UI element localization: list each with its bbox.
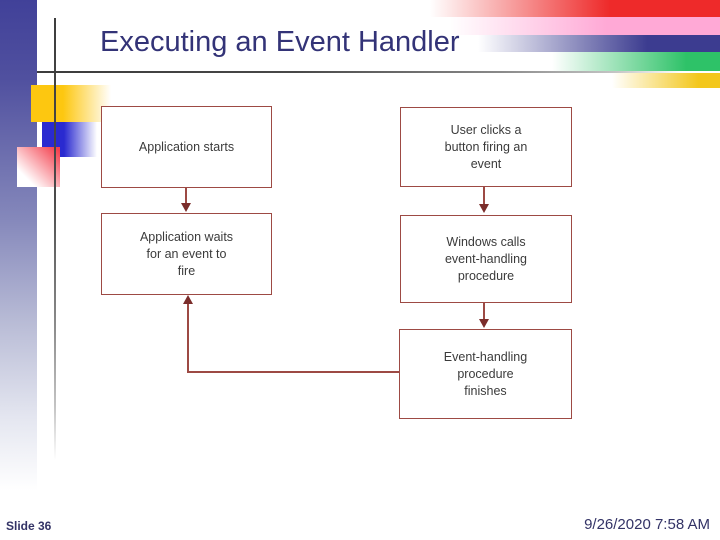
arrow-down-icon: [181, 203, 191, 212]
top-band-green: [552, 52, 720, 71]
flow-box-label: Event-handling procedure finishes: [443, 349, 528, 398]
flow-box-user-clicks: User clicks a button firing an event: [400, 107, 572, 187]
vertical-rule: [54, 18, 56, 460]
arrow-up-icon: [183, 295, 193, 304]
flow-box-windows-calls: Windows calls event-handling procedure: [400, 215, 572, 303]
flow-box-label: Windows calls event-handling procedure: [444, 234, 527, 283]
top-band-red: [430, 0, 720, 17]
flow-box-label: Application starts: [138, 139, 235, 154]
arrow-down-icon: [479, 204, 489, 213]
accent-square-yellow: [31, 85, 111, 122]
top-band-yellow: [612, 73, 720, 88]
arrow-line: [483, 303, 485, 320]
top-band-navy: [478, 35, 720, 52]
horizontal-rule: [37, 71, 682, 73]
arrow-line: [187, 304, 189, 373]
flow-box-application-starts: Application starts: [101, 106, 272, 188]
arrow-line: [185, 188, 187, 204]
top-band-pink: [450, 17, 720, 35]
arrow-line: [483, 187, 485, 205]
flow-box-event-finishes: Event-handling procedure finishes: [399, 329, 572, 419]
flow-box-application-waits: Application waits for an event to fire: [101, 213, 272, 295]
arrow-down-icon: [479, 319, 489, 328]
left-gradient-bar: [0, 0, 37, 522]
arrow-line: [187, 371, 399, 373]
flow-box-label: Application waits for an event to fire: [139, 229, 234, 278]
flow-box-label: User clicks a button firing an event: [444, 122, 528, 171]
accent-square-red: [17, 147, 60, 187]
datetime-label: 9/26/2020 7:58 AM: [584, 516, 710, 533]
slide-number-label: Slide 36: [6, 519, 52, 533]
slide-title: Executing an Event Handler: [100, 26, 460, 58]
